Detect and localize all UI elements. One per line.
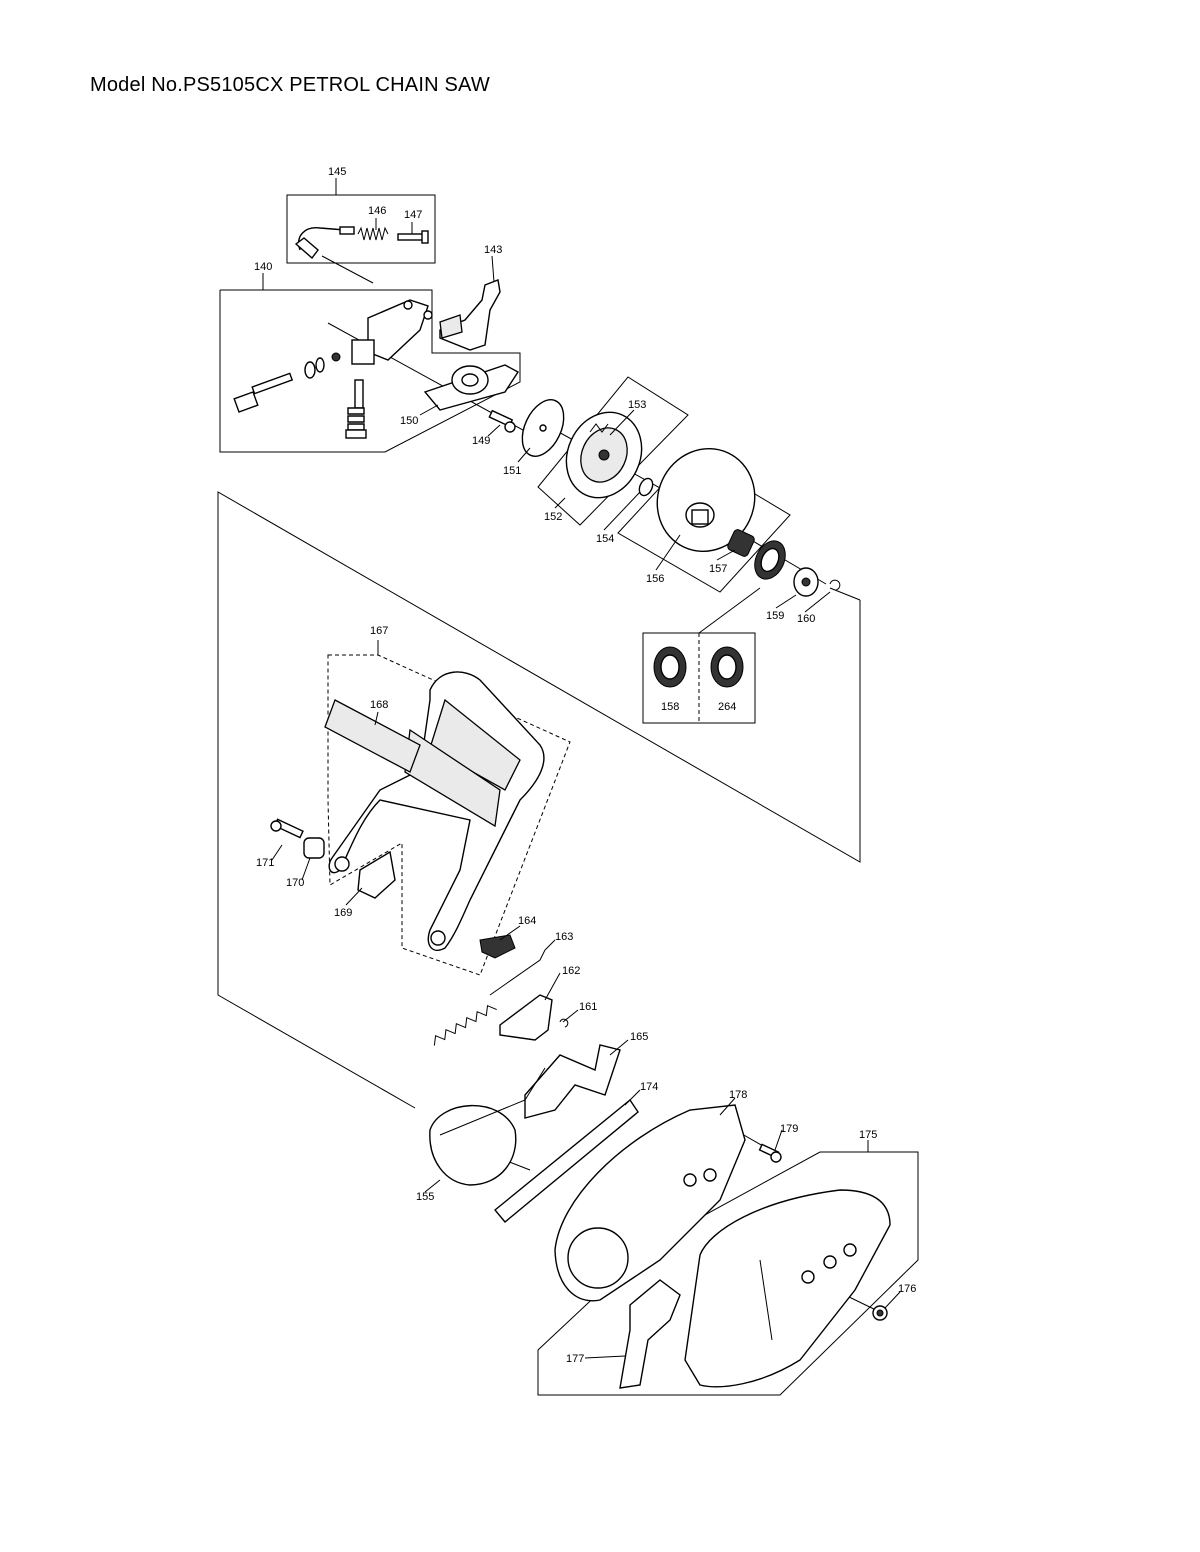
label-155: 155 xyxy=(416,1191,434,1203)
part-spring xyxy=(433,1004,497,1046)
label-147: 147 xyxy=(404,209,422,221)
part-155-brake-band xyxy=(429,1067,546,1186)
label-145: 145 xyxy=(328,166,346,178)
label-154: 154 xyxy=(596,533,614,545)
group-box-145 xyxy=(286,194,436,264)
part-145-oil-hose xyxy=(294,226,355,260)
group-box-140 xyxy=(219,289,521,453)
part-152-clutch xyxy=(565,411,643,499)
part-168-label xyxy=(324,699,421,773)
group-box-175 xyxy=(537,1151,919,1396)
part-159-washer xyxy=(793,567,819,597)
label-170: 170 xyxy=(286,877,304,889)
part-178-cover-plate xyxy=(554,1104,746,1302)
part-176-nut xyxy=(872,1305,888,1321)
label-150: 150 xyxy=(400,415,418,427)
label-151: 151 xyxy=(503,465,521,477)
label-169: 169 xyxy=(334,907,352,919)
part-147-plunger xyxy=(397,230,429,244)
part-149-screw xyxy=(488,409,516,433)
part-150-plate xyxy=(423,364,520,411)
part-158-sprocket xyxy=(653,646,687,688)
part-164-block xyxy=(479,934,516,959)
label-161: 161 xyxy=(579,1001,597,1013)
part-140-oil-pump-assembly xyxy=(233,299,433,439)
label-163: 163 xyxy=(555,931,573,943)
part-165-guide xyxy=(524,1044,621,1119)
label-174: 174 xyxy=(640,1081,658,1093)
part-170-collar xyxy=(303,837,325,859)
part-160-e-ring xyxy=(829,579,841,591)
part-177-chain-brake-lever xyxy=(619,1279,681,1389)
part-175-sprocket-cover xyxy=(684,1189,891,1388)
label-178: 178 xyxy=(729,1089,747,1101)
label-171: 171 xyxy=(256,857,274,869)
part-157-bearing xyxy=(727,529,755,557)
part-162-lever xyxy=(499,994,553,1041)
part-169-bracket xyxy=(357,850,396,899)
group-outline-main xyxy=(217,491,861,1109)
label-146: 146 xyxy=(368,205,386,217)
label-152: 152 xyxy=(544,511,562,523)
label-158: 158 xyxy=(661,701,679,713)
label-160: 160 xyxy=(797,613,815,625)
label-157: 157 xyxy=(709,563,727,575)
part-179-screw xyxy=(758,1143,782,1163)
part-264-sprocket xyxy=(710,646,744,688)
label-168: 168 xyxy=(370,699,388,711)
part-154-washer xyxy=(638,477,654,497)
label-167: 167 xyxy=(370,625,388,637)
label-149: 149 xyxy=(472,435,490,447)
page-title: Model No.PS5105CX PETROL CHAIN SAW xyxy=(90,74,490,96)
label-177: 177 xyxy=(566,1353,584,1365)
label-153: 153 xyxy=(628,399,646,411)
label-176: 176 xyxy=(898,1283,916,1295)
label-159: 159 xyxy=(766,610,784,622)
label-175: 175 xyxy=(859,1129,877,1141)
part-167-hand-guard xyxy=(328,671,545,951)
part-156-clutch-drum xyxy=(656,447,756,553)
part-151-washer xyxy=(521,399,565,457)
part-sprocket xyxy=(754,540,786,580)
part-146-spring xyxy=(357,226,389,241)
label-162: 162 xyxy=(562,965,580,977)
part-143-cover xyxy=(439,279,501,351)
part-161-e-ring xyxy=(559,1018,569,1028)
part-171-bolt xyxy=(270,818,304,839)
label-164: 164 xyxy=(518,915,536,927)
label-165: 165 xyxy=(630,1031,648,1043)
label-143: 143 xyxy=(484,244,502,256)
label-179: 179 xyxy=(780,1123,798,1135)
part-174-pad xyxy=(494,1098,639,1223)
label-264: 264 xyxy=(718,701,736,713)
label-140: 140 xyxy=(254,261,272,273)
label-156: 156 xyxy=(646,573,664,585)
part-163-spring-rod xyxy=(489,949,546,996)
